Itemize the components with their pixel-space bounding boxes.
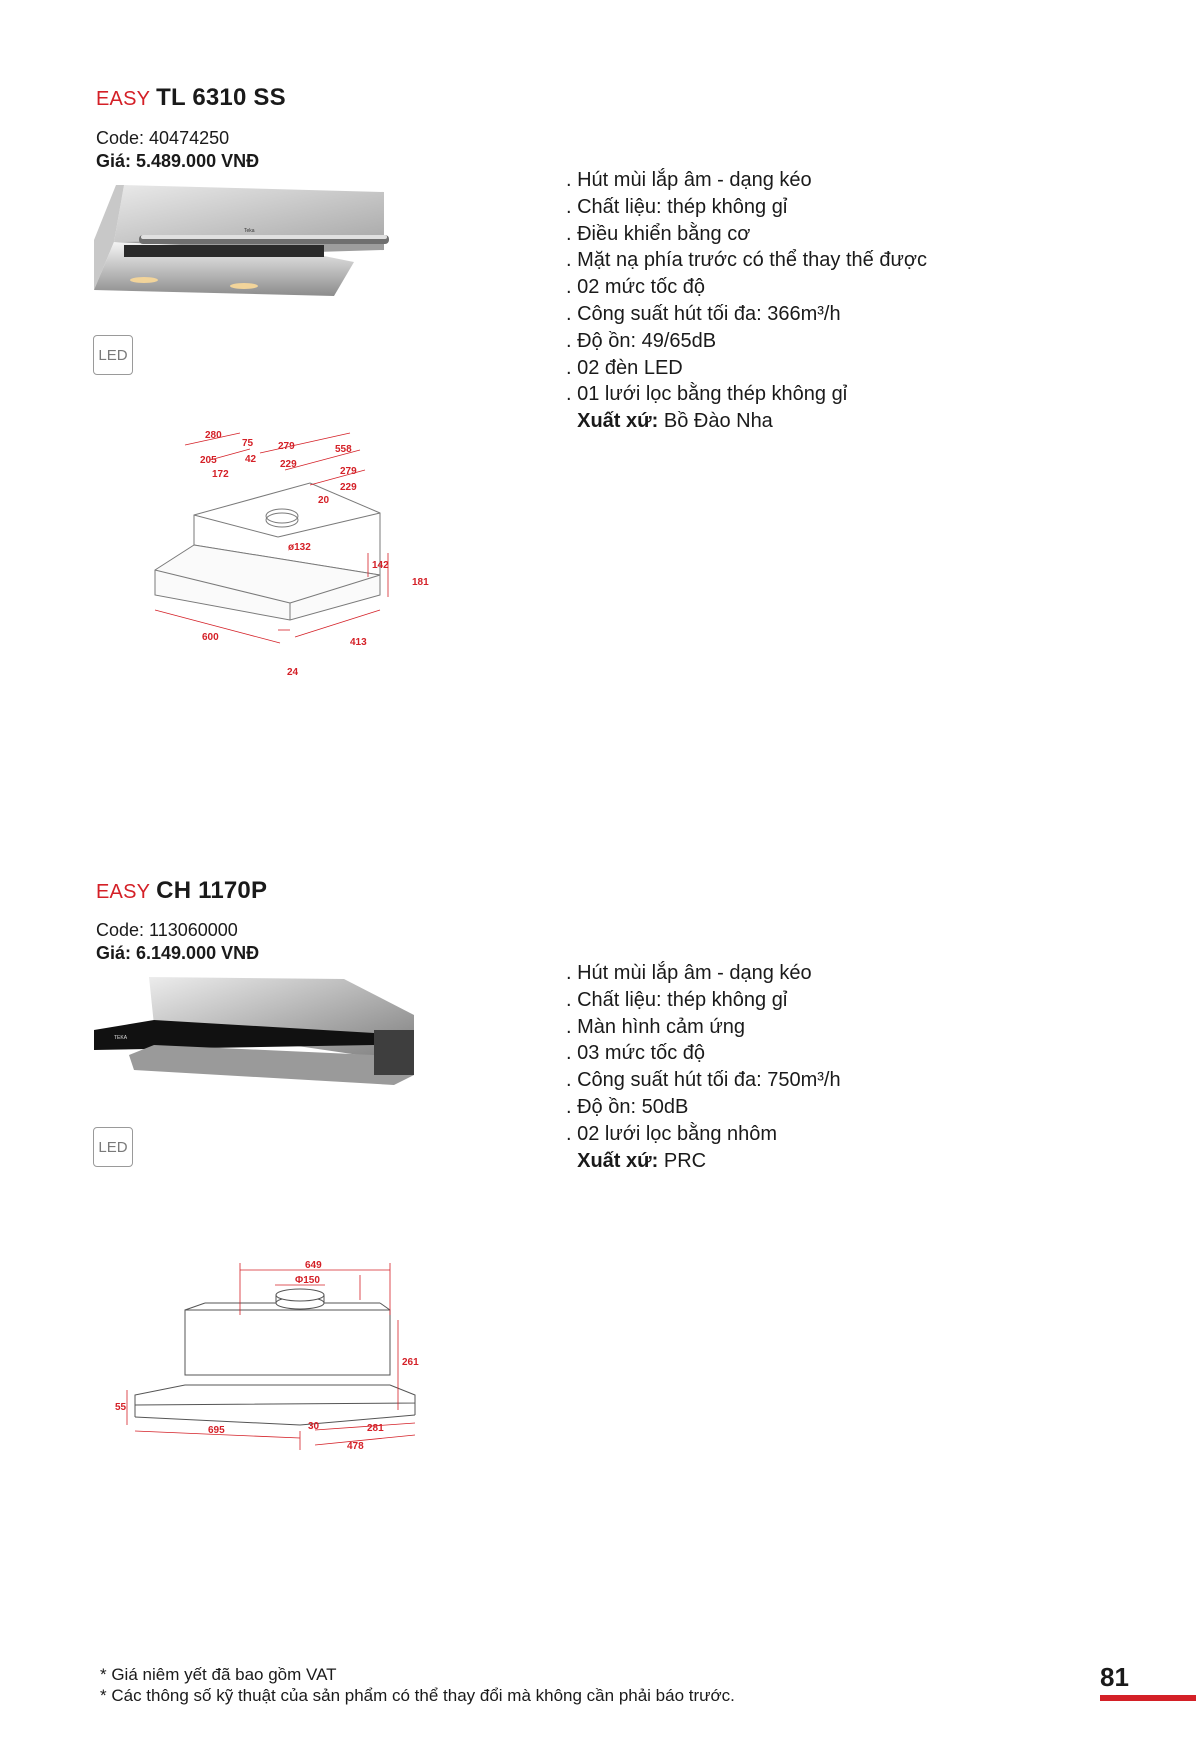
page-number-bar [1100, 1695, 1196, 1701]
origin-value: PRC [658, 1149, 707, 1172]
dim-label: 600 [202, 632, 219, 643]
dim-label: 20 [318, 495, 330, 506]
spec-item: . 02 lưới lọc bằng nhôm [566, 1122, 778, 1145]
dim-label: Φ150 [295, 1275, 320, 1286]
dim-label: 413 [350, 637, 367, 648]
product-price: Giá: 5.489.000 VNĐ [96, 151, 260, 171]
spec-item: . Mặt nạ phía trước có thể thay thế được [566, 249, 927, 272]
footer-note: * Giá niêm yết đã bao gồm VAT [100, 1665, 337, 1684]
dimension-diagram: 649 Φ150 261 55 695 30 281 478 [115, 1260, 419, 1452]
led-badge: LED [93, 1127, 133, 1167]
dimension-diagram: 280 75 279 558 205 42 229 279 172 229 20… [154, 430, 429, 678]
dim-label: 55 [115, 1402, 127, 1413]
dim-label: 281 [367, 1423, 384, 1434]
footer-notes: * Giá niêm yết đã bao gồm VAT * Các thôn… [100, 1664, 735, 1706]
product-model: CH 1170P [156, 877, 268, 904]
dim-label: 229 [280, 459, 297, 470]
origin-value: Bồ Đào Nha [658, 410, 773, 433]
product-price: Giá: 6.149.000 VNĐ [96, 943, 260, 963]
spec-item: . 01 lưới lọc bằng thép không gỉ [566, 383, 848, 406]
product-image-brand: Teka [244, 228, 255, 234]
spec-item: . Công suất hút tối đa: 366m³/h [566, 302, 841, 325]
dim-label: 279 [340, 466, 357, 477]
dim-label: ø132 [288, 542, 311, 553]
dim-label: 478 [347, 1441, 364, 1452]
footer-note: * Các thông số kỹ thuật của sản phẩm có … [100, 1686, 735, 1705]
product-code: Code: 40474250 [96, 128, 230, 148]
dim-label: 695 [208, 1425, 225, 1436]
spec-item: . Chất liệu: thép không gỉ [566, 195, 788, 218]
spec-item: . 03 mức tốc độ [566, 1042, 706, 1065]
product-model: TL 6310 SS [156, 84, 286, 111]
spec-item: . Độ ồn: 50dB [566, 1095, 689, 1118]
spec-item: . 02 đèn LED [566, 356, 683, 379]
spec-item: . Màn hình cảm ứng [566, 1015, 746, 1038]
dim-label: 649 [305, 1260, 322, 1271]
dim-label: 172 [212, 469, 229, 480]
dim-label: 279 [278, 441, 295, 452]
dim-label: 30 [308, 1421, 320, 1432]
product-image-brand: TEKA [114, 1035, 128, 1041]
product-brand: EASY [96, 88, 151, 110]
spec-item: . 02 mức tốc độ [566, 276, 706, 299]
dim-label: 181 [412, 577, 429, 588]
dim-label: 229 [340, 482, 357, 493]
spec-item: . Điều khiển bằng cơ [566, 222, 751, 245]
origin-label: Xuất xứ: [577, 1149, 659, 1172]
spec-item: . Công suất hút tối đa: 750m³/h [566, 1069, 841, 1092]
product-brand: EASY [96, 881, 151, 903]
page-number: 81 [1100, 1662, 1129, 1692]
origin: Xuất xứ: PRC [566, 1148, 841, 1175]
product-code: Code: 113060000 [96, 920, 238, 940]
spec-list: . Hút mùi lắp âm - dạng kéo . Chất liệu:… [566, 960, 841, 1174]
origin: Xuất xứ: Bồ Đào Nha [566, 408, 927, 435]
dim-label: 24 [287, 667, 299, 678]
product-image: TEKA [94, 977, 414, 1085]
dim-label: 75 [242, 438, 254, 449]
dim-label: 558 [335, 444, 352, 455]
dim-label: 205 [200, 455, 217, 466]
spec-item: . Hút mùi lắp âm - dạng kéo [566, 962, 812, 984]
dim-label: 280 [205, 430, 222, 441]
spec-item: . Chất liệu: thép không gỉ [566, 988, 788, 1011]
dim-label: 261 [402, 1357, 419, 1368]
led-badge: LED [93, 335, 133, 375]
dim-label: 142 [372, 560, 389, 571]
product-image: Teka [94, 185, 389, 296]
spec-item: . Hút mùi lắp âm - dạng kéo [566, 169, 812, 191]
spec-list: . Hút mùi lắp âm - dạng kéo . Chất liệu:… [566, 167, 927, 435]
spec-item: . Độ ồn: 49/65dB [566, 329, 717, 352]
dim-label: 42 [245, 454, 257, 465]
origin-label: Xuất xứ: [577, 410, 659, 433]
